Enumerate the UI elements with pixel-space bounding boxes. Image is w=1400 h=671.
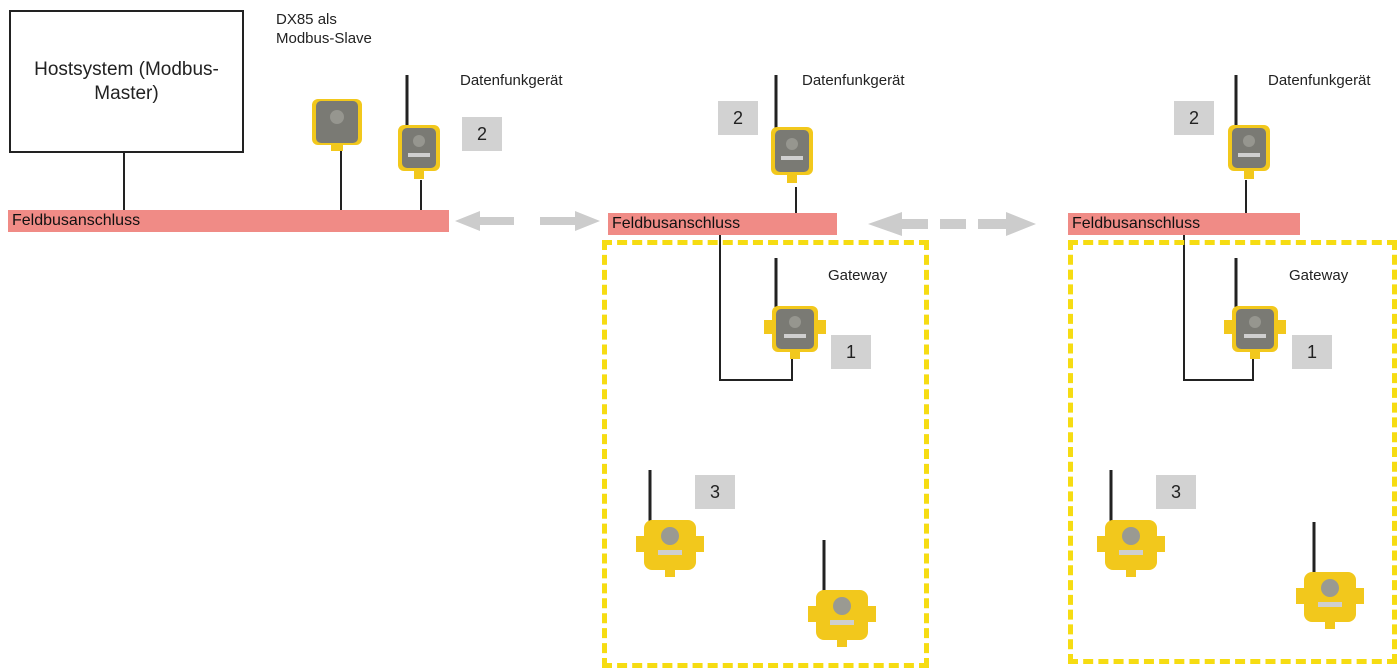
number-badge-radio-2: 2 (718, 101, 758, 135)
gateway-icon (1224, 258, 1286, 359)
bidirectional-arrow-icon (868, 212, 1036, 236)
host-system-label: Hostsystem (Modbus- Master) (34, 58, 219, 104)
radio-label-2: Datenfunkgerät (802, 72, 905, 89)
wireless-network-zone-1 (602, 240, 929, 668)
node-icon (1296, 522, 1364, 629)
fieldbus-bar-1: Feldbusanschluss (8, 210, 449, 232)
number-badge-nodes-2: 3 (1156, 475, 1196, 509)
radio-label-1: Datenfunkgerät (460, 72, 563, 89)
fieldbus-bar-3: Feldbusanschluss (1068, 213, 1300, 235)
node-icon (1097, 470, 1165, 577)
number-badge-radio-1: 2 (462, 117, 502, 151)
node-icon (636, 470, 704, 577)
dx85-slave-icon (312, 99, 362, 151)
fieldbus-label-3: Feldbusanschluss (1072, 215, 1201, 232)
radio-device-icon (1228, 75, 1270, 179)
bidirectional-arrow-icon (455, 211, 600, 231)
host-system-box: Hostsystem (Modbus- Master) (9, 10, 244, 153)
fieldbus-label-1: Feldbusanschluss (12, 212, 141, 229)
node-icon (808, 540, 876, 647)
fieldbus-bar-2: Feldbusanschluss (608, 213, 837, 235)
number-badge-gateway-2: 1 (1292, 335, 1332, 369)
gateway-label-1: Gateway (828, 267, 888, 284)
number-badge-nodes-1: 3 (695, 475, 735, 509)
gateway-label-2: Gateway (1289, 267, 1349, 284)
number-badge-radio-3: 2 (1174, 101, 1214, 135)
wireless-network-zone-2 (1068, 240, 1397, 664)
dx85-slave-label: DX85 als Modbus-Slave (276, 11, 372, 47)
radio-device-icon (398, 75, 440, 179)
connection-lines (123, 150, 1254, 381)
gateway2-cable (1183, 235, 1254, 381)
gateway-icon (764, 258, 826, 359)
radio-label-3: Datenfunkgerät (1268, 72, 1371, 89)
radio-device-icon (771, 75, 813, 183)
fieldbus-label-2: Feldbusanschluss (612, 215, 741, 232)
number-badge-gateway-1: 1 (831, 335, 871, 369)
gateway1-cable (719, 235, 793, 381)
